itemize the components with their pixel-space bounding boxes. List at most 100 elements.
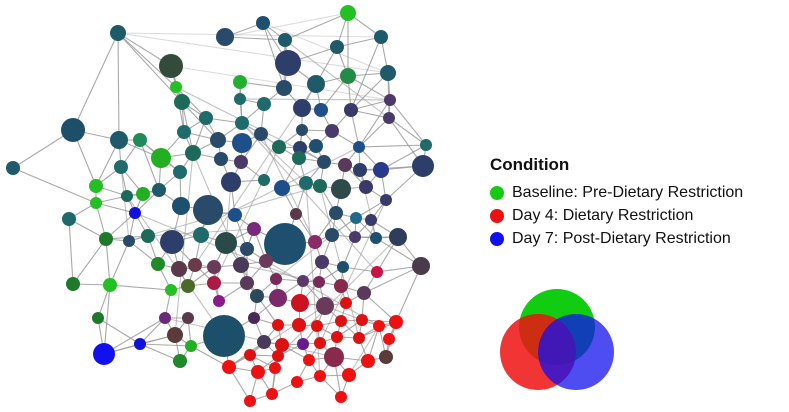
network-edge [117,32,382,38]
network-node [240,242,254,256]
network-node [357,286,371,300]
network-node [182,312,194,324]
network-node [103,278,117,292]
network-node [412,155,434,177]
network-edge [109,284,172,291]
network-node [92,312,104,324]
venn-circle-day7 [538,314,614,390]
network-edge [174,152,194,336]
network-node [324,347,344,367]
network-node [244,395,256,407]
network-node [334,279,348,293]
network-edge [380,144,427,171]
network-node [259,254,273,268]
network-node [121,190,133,202]
network-edge [139,317,166,345]
network-node [114,160,128,174]
network-node [314,370,326,382]
legend-dot-day4 [490,208,504,223]
network-node [325,228,339,242]
network-node [89,179,103,193]
network-node [342,368,356,382]
network-node [214,152,228,166]
network-node [244,349,256,361]
network-node [233,257,249,273]
network-node [264,223,306,265]
legend-label-baseline: Baseline: Pre-Dietary Restriction [512,183,744,201]
network-node [359,180,373,194]
network-edge [336,36,382,48]
network-node [275,50,301,76]
network-node [412,257,430,275]
network-node [340,68,356,84]
network-node [373,320,385,332]
network-node [272,350,284,362]
network-node [275,338,289,352]
network-node [210,132,226,148]
network-edge [139,343,192,347]
network-edge [395,265,422,323]
legend: Condition Baseline: Pre-Dietary Restrict… [490,155,743,250]
network-node [292,151,306,165]
network-edge [117,32,177,88]
network-node [269,362,281,374]
network-node [136,187,150,201]
network-node [173,165,187,179]
network-edge [241,122,378,273]
network-edge [388,117,427,146]
network-edge [277,236,399,357]
network-node [152,183,166,197]
legend-label-day7: Day 7: Post-Dietary Restriction [512,229,731,247]
network-node [361,354,375,368]
network-edge [389,99,427,146]
network-node [314,103,328,117]
network-node [272,140,286,154]
network-edge [12,167,97,204]
network-node [307,75,325,93]
network-node [338,158,352,172]
network-node [181,279,195,293]
network-edge [103,284,111,355]
network-node [291,294,309,312]
network-node [203,315,245,357]
network-node [291,376,303,388]
network-node [335,391,347,403]
network-node [185,340,197,352]
network-node [66,277,80,291]
network-node [380,65,396,81]
network-edge [284,12,349,41]
network-node [337,261,349,273]
network-node [340,297,352,309]
network-node [250,289,264,303]
network-edge [97,317,141,345]
network-node [228,208,242,222]
network-node [110,25,126,41]
network-node [290,208,302,220]
network-node [353,141,365,153]
network-edge [105,238,111,286]
network-node [266,388,278,400]
network-edge [319,185,360,339]
network-node [171,261,187,277]
legend-item-day7: Day 7: Post-Dietary Restriction [490,227,743,250]
network-node [276,80,292,96]
network-node [213,295,225,307]
network-node [325,124,339,138]
network-node [315,255,329,269]
network-edge [68,218,107,240]
network-node [90,197,102,209]
legend-label-day4: Day 4: Dietary Restriction [512,206,694,224]
network-node [193,195,223,225]
network-node [365,214,377,226]
network-node [370,232,382,244]
network-node [167,327,183,343]
network-edge [350,36,382,111]
network-node [232,133,252,153]
network-edge [120,166,130,242]
network-node [297,338,309,350]
network-node [340,5,356,21]
network-edge [139,343,181,362]
network-node [233,75,247,89]
network-node [335,315,347,327]
